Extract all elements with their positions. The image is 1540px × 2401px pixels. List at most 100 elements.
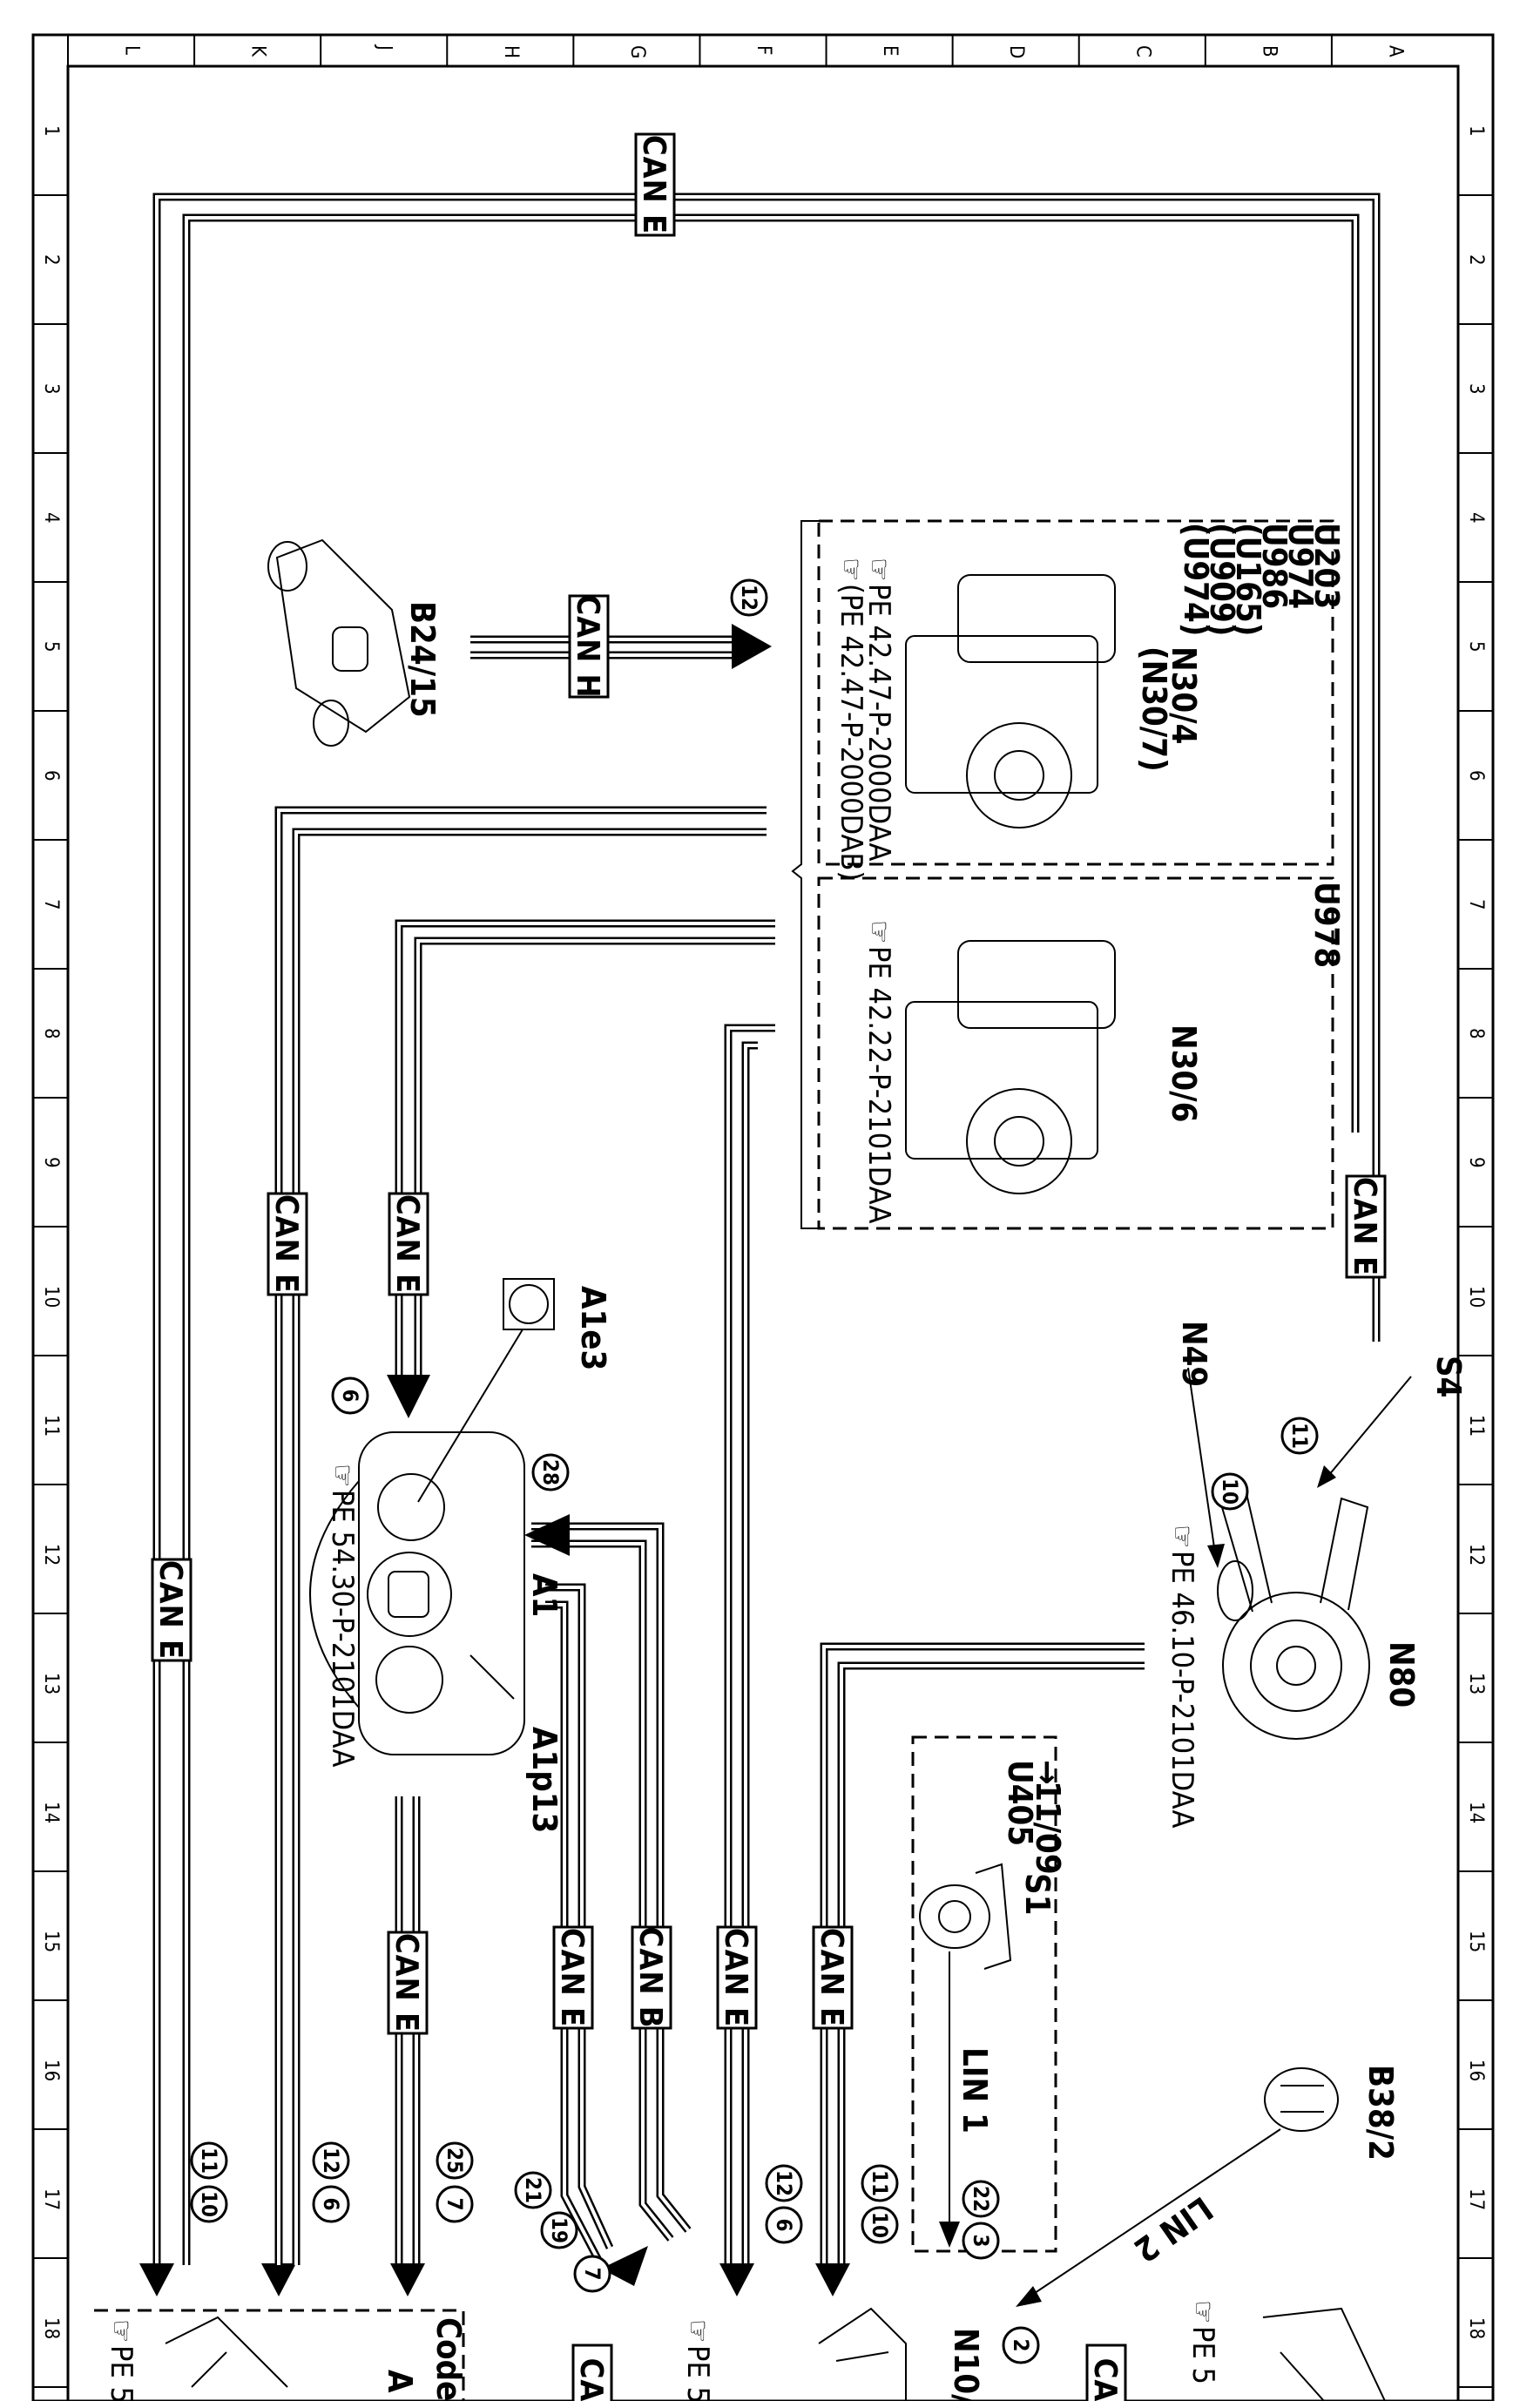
can-e-label-j15: CAN E [387,1931,429,2035]
svg-text:PE 5: PE 5 [1185,2326,1220,2384]
marker-2: 2 [1002,2326,1040,2364]
grid-number: 14 [1465,1802,1487,1823]
svg-text:PE 46.10-P-2101DAA: PE 46.10-P-2101DAA [1165,1551,1199,1828]
can-e-bus-e [815,1642,1145,2296]
u978-label: U978 [1307,882,1346,968]
svg-text:☞: ☞ [1165,1525,1199,1548]
svg-text:U986: U986 [1255,523,1293,609]
grid-number: 13 [1465,1673,1487,1694]
grid-letter: C [1131,45,1153,57]
svg-text:CAN B: CAN B [632,1927,668,2029]
n30-4-refs: PE 42.47-P-2000DAA (PE 42.47-P-2000DAB) … [834,558,896,881]
svg-text:(U165): (U165) [1229,523,1267,636]
s4-label: S4 [1429,1356,1468,1397]
a1p13-label: A1p13 [525,1727,564,1833]
svg-text:CAN E: CAN E [718,1928,753,2027]
svg-text:19: 19 [547,2217,571,2243]
marker-11: 11 [190,2141,228,2180]
n30-4-module [905,574,1116,829]
grid-letter: A [1384,45,1406,57]
bottom-right-component [1262,2307,1386,2401]
svg-text:10: 10 [868,2212,892,2238]
arrow-head [719,2263,754,2296]
n10-connector [818,2307,907,2401]
grid-letter: B [1258,45,1280,57]
svg-text:22: 22 [969,2186,993,2212]
svg-text:10: 10 [197,2191,221,2217]
a1e3-label: A1e3 [574,1286,612,1370]
grid-number: 11 [40,1415,62,1437]
grid-number: 11 [1465,1415,1487,1437]
grid-number: 5 [40,641,62,653]
svg-text:10: 10 [1218,1478,1242,1505]
s1-box [911,1735,1057,2253]
grid-number: 6 [40,770,62,781]
grid-number: 15 [40,1931,62,1952]
marker-7: 7 [573,2255,611,2293]
svg-text:CAN E: CAN E [1347,1177,1382,1276]
a-partial-label: A [381,2370,419,2393]
marker-10: 10 [1211,1472,1249,1511]
n30-6-box [817,876,1334,1230]
svg-text:2: 2 [1009,2338,1033,2351]
can-e-label-l12: CAN E [151,1558,192,1662]
arrow-head [732,624,772,669]
svg-text:11: 11 [868,2170,892,2196]
can-e-bus-j [390,1796,425,2296]
svg-text:6: 6 [772,2218,796,2231]
can-e-bus-left-a [274,806,767,2265]
arrow-head [387,1375,430,1418]
can-partial-right: CA [1085,2344,1127,2401]
arrow-head [524,1514,570,1556]
lin-1-label: LIN 1 [956,2047,994,2134]
ref-partial-1: ☞ PE 54. [104,2319,138,2401]
marker-11: 11 [1280,1417,1319,1455]
ref-partial-3: ☞ PE 5 [1185,2300,1220,2384]
grid-letter: J [374,44,395,51]
can-partial-left: CA [571,2344,613,2401]
can-e-bus-g [545,1583,614,2268]
n30-4-labels: N30/4 (N30/7) [1135,646,1203,772]
b38-2-label: B38/2 [1361,2065,1400,2161]
svg-text:(U974): (U974) [1177,523,1215,636]
grid-letter: E [879,45,901,57]
can-h-bus [470,624,772,669]
grid-number: 4 [40,512,62,524]
bottom-left-component [165,2316,288,2388]
grid-number: 13 [40,1673,62,1694]
grid-number: 8 [1465,1028,1487,1039]
n10-label: N10/ [947,2328,985,2401]
svg-text:☞: ☞ [680,2319,715,2343]
b24-15-label: B24/15 [403,601,442,718]
can-e-label-f15: CAN E [716,1925,758,2030]
svg-text:PE 42.22-P-2101DAA: PE 42.22-P-2101DAA [861,946,896,1223]
arrow-head [139,2263,174,2296]
grid-number: 18 [1465,2317,1487,2339]
grid-number: 2 [40,254,62,266]
svg-text:(U909): (U909) [1203,523,1241,636]
marker-10: 10 [861,2206,899,2244]
svg-text:CAN E: CAN E [389,1194,425,1294]
a1-label: A1 [525,1573,564,1617]
marker-6: 6 [765,2206,803,2244]
grid-number: 7 [1465,899,1487,910]
can-e-label-b9: CAN E [1345,1174,1387,1279]
svg-text:12: 12 [737,585,761,611]
grid-letter: F [753,45,774,55]
grid-number: 5 [1465,641,1487,653]
svg-text:N30/4: N30/4 [1165,646,1203,744]
grid-number: 10 [1465,1286,1487,1308]
n30-6-ref: ☞ PE 42.22-P-2101DAA [861,920,896,1223]
grid-number: 8 [40,1028,62,1039]
arrow-head [390,2263,425,2296]
can-e-text: CAN E [636,135,672,234]
grid-number: 4 [1465,512,1487,524]
n30-4-box [791,519,1334,1229]
a1-ref: ☞ PE 54.30-P-2101DAA [325,1464,360,1767]
grid-number: 17 [1465,2188,1487,2210]
svg-text:CAN E: CAN E [388,1933,424,2032]
svg-text:CAN E: CAN E [554,1928,590,2027]
